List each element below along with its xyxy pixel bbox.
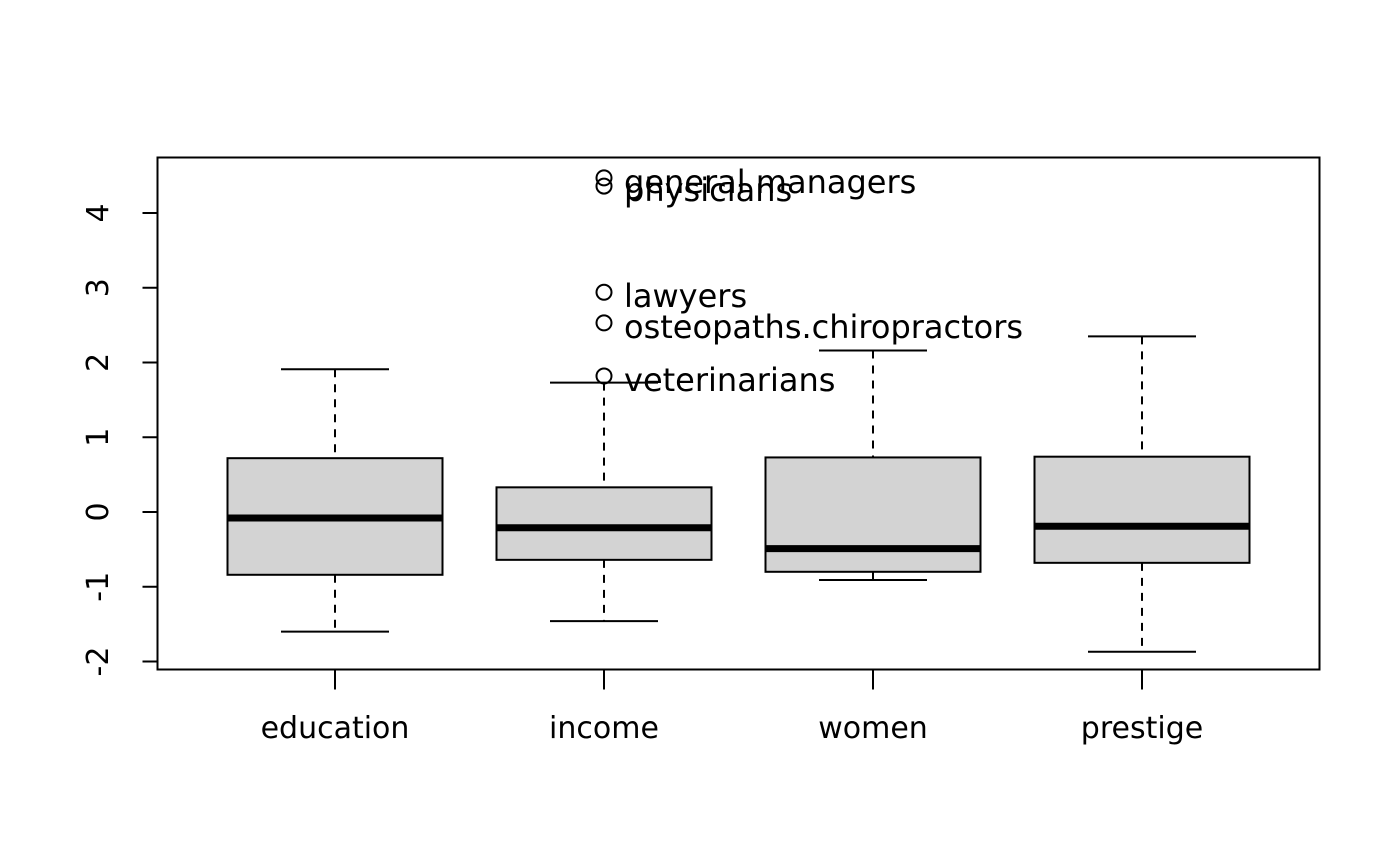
outlier-label: general managers	[624, 163, 916, 201]
outlier-label: physicians	[624, 171, 792, 209]
y-axis: -2 -1 0 1 2 3 4	[81, 203, 159, 677]
outlier-label: osteopaths.chiropractors	[624, 308, 1023, 346]
outlier-point	[595, 314, 613, 332]
y-tick-label: 2	[81, 353, 116, 372]
outlier-point	[595, 169, 613, 187]
outlier-label: veterinarians	[624, 361, 835, 399]
x-axis: education income women prestige	[261, 668, 1203, 746]
y-tick-label: 0	[81, 502, 116, 521]
y-tick-label: 1	[81, 428, 116, 447]
iqr-box	[495, 486, 713, 561]
outlier-point	[595, 177, 613, 195]
box-education	[226, 368, 444, 633]
x-tick-label: education	[261, 711, 410, 746]
x-tick-label: income	[549, 711, 659, 746]
y-tick-label: -2	[81, 647, 116, 677]
boxes	[226, 335, 1251, 653]
x-tick-label: prestige	[1081, 711, 1203, 746]
y-tick-label: -1	[81, 572, 116, 602]
box-women	[764, 349, 982, 582]
iqr-box	[764, 456, 982, 573]
outlier-point	[595, 283, 613, 301]
x-tick-label: women	[818, 711, 928, 746]
y-tick-label: 3	[81, 278, 116, 297]
iqr-box	[1033, 455, 1251, 564]
y-tick-label: 4	[81, 203, 116, 222]
box-prestige	[1033, 335, 1251, 653]
outlier-label: lawyers	[624, 277, 747, 315]
plot-frame	[156, 156, 1321, 671]
box-income	[495, 381, 713, 623]
outlier-point	[595, 367, 613, 385]
